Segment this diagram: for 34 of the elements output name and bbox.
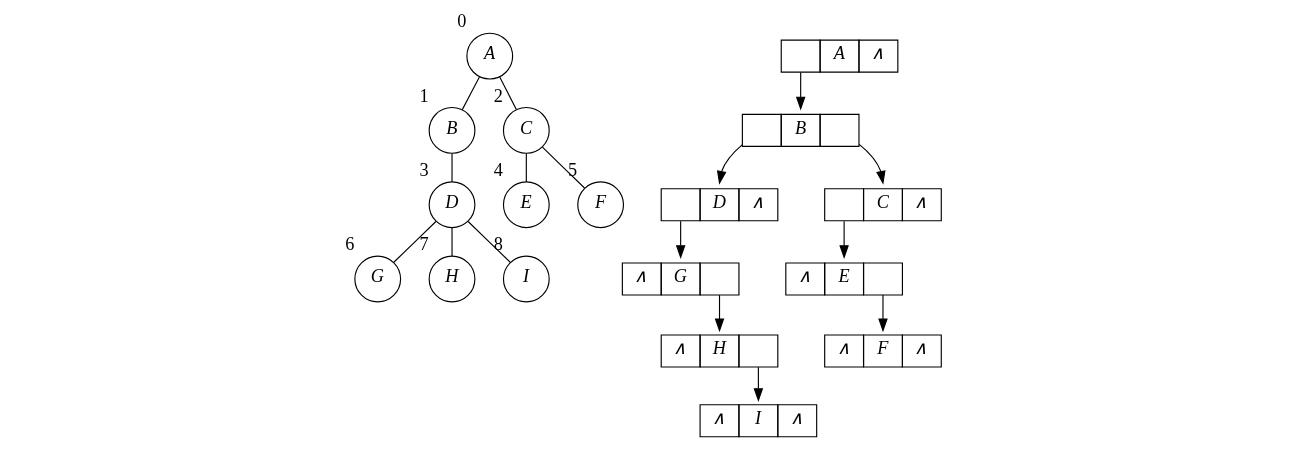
connector bbox=[461, 76, 480, 111]
node-circle: D bbox=[428, 181, 475, 229]
node-circle: B bbox=[428, 106, 475, 154]
arrow bbox=[714, 294, 724, 333]
connector bbox=[450, 227, 453, 257]
node-label: 6 bbox=[344, 234, 354, 255]
arrow bbox=[858, 143, 886, 185]
node-label: 0 bbox=[456, 11, 466, 32]
connector bbox=[467, 220, 511, 263]
node-circle: I bbox=[502, 255, 550, 303]
node-circle: G bbox=[353, 255, 401, 303]
node-circle: E bbox=[502, 181, 550, 229]
arrow bbox=[753, 366, 763, 402]
connector bbox=[392, 220, 436, 263]
node-label: 2 bbox=[493, 85, 503, 106]
connector bbox=[450, 152, 453, 183]
node-label: 3 bbox=[418, 159, 429, 180]
node-circle: H bbox=[428, 255, 475, 303]
arrow bbox=[795, 72, 805, 111]
node-label: 8 bbox=[493, 234, 503, 255]
node-circle: A bbox=[465, 32, 513, 80]
connector bbox=[498, 76, 517, 111]
node-label: 4 bbox=[493, 159, 503, 180]
arrow bbox=[716, 144, 743, 185]
arrow bbox=[675, 220, 685, 259]
arrow bbox=[877, 294, 888, 333]
node-circle: F bbox=[576, 181, 624, 229]
node-label: 7 bbox=[418, 234, 429, 255]
node-circle: C bbox=[502, 106, 550, 154]
node-label: 1 bbox=[418, 85, 429, 106]
connector bbox=[525, 152, 527, 183]
arrow bbox=[838, 220, 849, 259]
node-label: 5 bbox=[567, 159, 577, 180]
connector bbox=[541, 146, 585, 189]
